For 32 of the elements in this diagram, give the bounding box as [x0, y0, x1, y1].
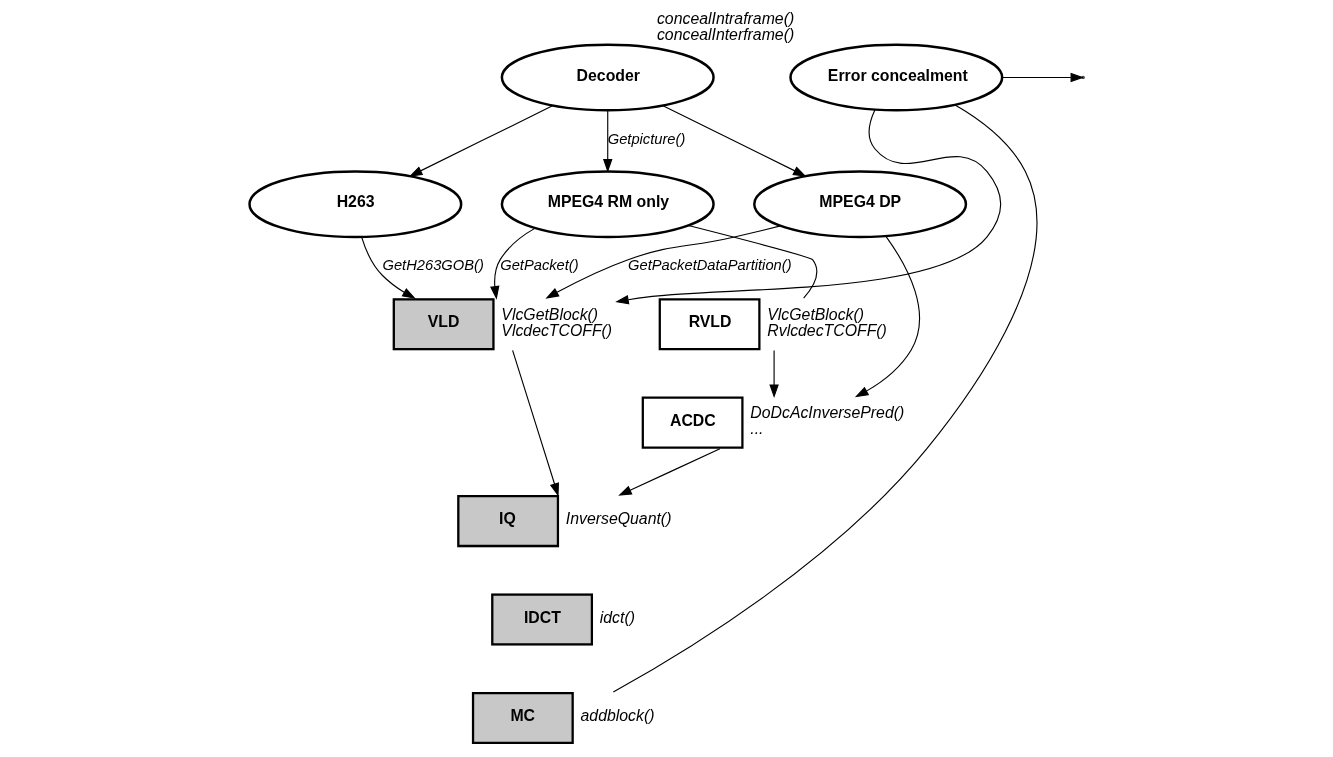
connector — [612, 104, 1038, 693]
node-label: addblock() — [580, 707, 655, 725]
arrow — [615, 109, 1002, 305]
node-label: DoDcAcInversePred() — [750, 404, 905, 422]
arrow — [361, 236, 416, 299]
arrow — [512, 349, 559, 497]
edge-label: GetPacket() — [500, 257, 579, 274]
node-ellipse: MPEG4 RM only — [500, 170, 715, 239]
arrow — [769, 350, 779, 399]
arrow — [408, 105, 554, 177]
edge-label: GetPacketDataPartition() — [628, 257, 792, 274]
arrow — [1001, 72, 1085, 83]
connector — [687, 225, 818, 299]
arrow — [602, 109, 613, 173]
arrow — [854, 235, 921, 398]
edge-label: GetH263GOB() — [382, 257, 484, 274]
node-label: concealInterframe() — [656, 26, 795, 44]
arrow — [490, 227, 536, 300]
arrow — [661, 105, 807, 177]
node-label: idct() — [599, 608, 635, 626]
node-ellipse: Decoder — [500, 43, 715, 112]
arrow — [618, 448, 721, 496]
node-label: VlcGetBlock() — [501, 305, 599, 323]
node-label: ... — [750, 420, 764, 438]
node-ellipse: MPEG4 DP — [753, 170, 968, 239]
arrow — [545, 225, 782, 299]
node-ellipse: H263 — [248, 170, 463, 239]
edge-label: Getpicture() — [607, 130, 686, 147]
node-label: concealIntraframe() — [656, 10, 795, 28]
node-label: InverseQuant() — [565, 510, 672, 528]
node-ellipse: Error concealment — [789, 43, 1004, 112]
node-label: VlcGetBlock() — [767, 305, 865, 323]
